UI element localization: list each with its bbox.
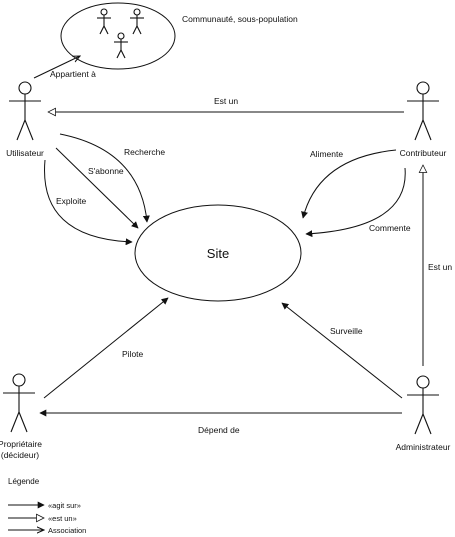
label-pilote: Pilote [122,349,144,359]
label-depend: Dépend de [198,425,240,435]
site-node: Site [134,204,302,302]
community-node [60,2,176,70]
proprietaire-actor-icon [3,373,35,433]
edge-surveille [281,302,403,399]
label-alimente: Alimente [310,149,343,159]
edge-commente [305,167,406,238]
administrateur-label: Administrateur [396,442,451,452]
proprietaire-sublabel: (décideur) [1,450,39,460]
label-exploite: Exploite [56,196,87,206]
label-recherche: Recherche [124,147,165,157]
community-person-icon [97,8,111,35]
site-label: Site [207,246,229,261]
community-person-icon [114,32,128,59]
legend-association-label: Association [48,526,86,535]
proprietaire-label: Propriétaire [0,439,42,449]
legend-title: Légende [8,477,40,486]
community-label: Communauté, sous-population [182,14,298,24]
utilisateur-label: Utilisateur [6,148,44,158]
label-est-un-right: Est un [428,262,452,272]
edge-alimente [301,149,397,219]
legend-est-un-label: «est un» [48,514,77,523]
label-est-un-top: Est un [214,96,238,106]
community-person-icon [130,8,144,35]
edge-appartient [33,56,80,79]
community-ellipse [60,2,176,70]
label-appartient: Appartient à [50,69,96,79]
administrateur-actor-icon [407,375,439,435]
edge-exploite [44,159,133,246]
legend-agit-sur-label: «agit sur» [48,501,81,510]
edge-sabonne [55,147,139,229]
legend: Légende «agit sur» «est un» Association [8,477,86,535]
label-commente: Commente [369,223,411,233]
contributeur-label: Contributeur [400,148,447,158]
contributeur-actor-icon [407,81,439,141]
label-surveille: Surveille [330,326,363,336]
utilisateur-actor-icon [9,81,41,141]
label-sabonne: S'abonne [88,166,124,176]
edge-pilote [43,297,169,399]
edge-recherche [59,133,150,223]
site-ellipse [134,204,302,302]
